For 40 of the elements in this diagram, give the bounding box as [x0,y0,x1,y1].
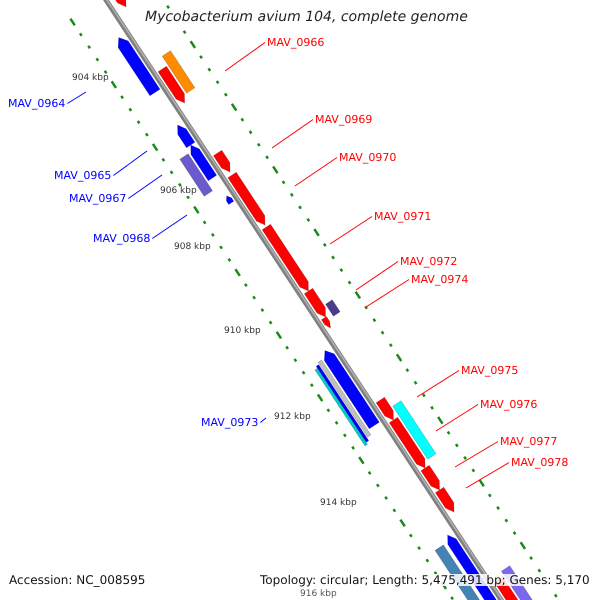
scale-label: 916 kbp [300,590,337,598]
gene-label: MAV_0974 [411,274,468,285]
gene-label: MAV_0966 [267,37,324,48]
gene-label: MAV_0969 [315,114,372,125]
accession-text: Accession: NC_008595 [9,574,146,586]
leader-line [272,119,314,148]
leader-line [366,279,410,308]
scale-label: 914 kbp [320,498,357,508]
leader-line [330,216,372,244]
leader-line [224,42,266,72]
leader-line [436,404,478,432]
gene-label: MAV_0976 [480,399,538,410]
genome-stats-text: Topology: circular; Length: 5,475,491 bp; Genes: 5,170 [260,574,590,586]
leader-line [128,174,162,199]
gene-label: MAV_0978 [511,457,568,468]
leader-line [112,150,148,176]
gene-label: MAV_0970 [339,152,396,163]
scale-label: 912 kbp [274,412,311,422]
gene-label: MAV_0973 [201,417,258,428]
leader-line [294,157,338,186]
leader-line [356,261,398,290]
scale-label: 910 kbp [224,326,261,336]
title: Mycobacterium avium 104, complete genome [145,10,468,24]
leader-line [466,462,510,488]
gene-label: MAV_0968 [93,233,150,244]
scale-label: 906 kbp [160,186,197,196]
leader-line [66,92,86,104]
scale-label: 904 kbp [72,74,109,82]
gene-label: MAV_0971 [374,211,432,222]
leader-line [416,370,460,398]
gene-label: MAV_0975 [461,365,518,376]
gene-label: MAV_0965 [54,170,112,181]
gene-label: MAV_0977 [500,436,558,447]
gene-label: MAV_0964 [8,98,66,109]
gene-label: MAV_0972 [400,256,458,267]
gene-label: MAV_0967 [69,193,126,204]
leader-line [454,441,498,468]
leader-line [152,214,188,239]
scale-label: 908 kbp [174,242,211,252]
leader-line [260,418,266,423]
